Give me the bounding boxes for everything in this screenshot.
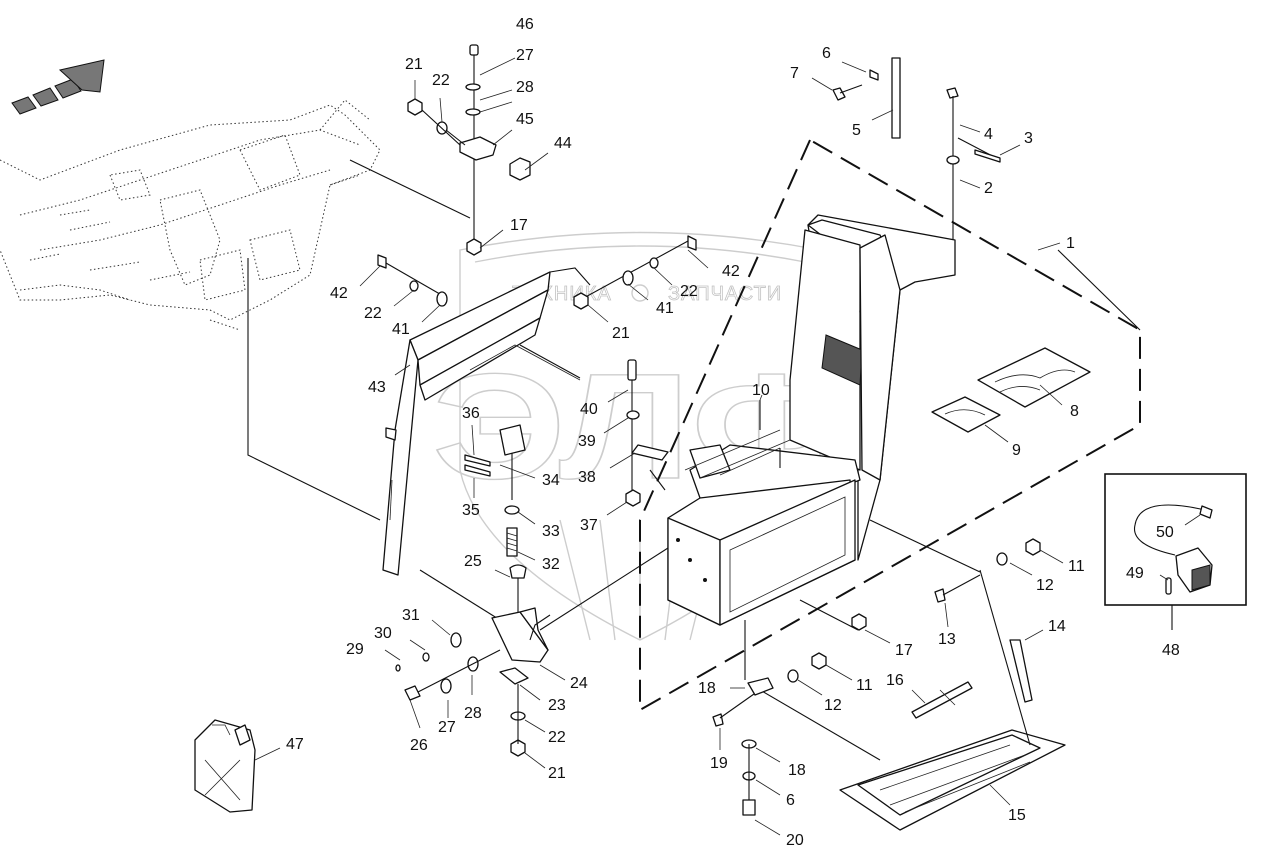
callout-label: 10: [752, 382, 770, 399]
callout-label: 11: [1068, 558, 1085, 575]
callout-label: 38: [578, 469, 596, 486]
tractor-frame: [0, 99, 381, 331]
side-cover-panel: [382, 271, 581, 576]
callout-label: 21: [612, 325, 630, 342]
hinge-bracket: [395, 607, 551, 757]
callout-label: 22: [364, 305, 382, 322]
callout-label: 45: [516, 111, 534, 128]
callout-label: 17: [510, 217, 528, 234]
latch-bracket-top: [407, 44, 531, 256]
callout-label: 12: [824, 697, 842, 714]
callout-label: 14: [1048, 618, 1066, 635]
callout-label: 24: [570, 675, 588, 692]
callout-label: 27: [438, 719, 456, 736]
callout-label: 7: [790, 65, 799, 82]
callout-label: 22: [432, 72, 450, 89]
callout-labels: 1 2 3 4 5 6 6 7 8 9 10 11 11 12 12 13 14…: [286, 16, 1180, 849]
leader-lines: [254, 57, 1201, 836]
callout-label: 12: [1036, 577, 1054, 594]
callout-label: 9: [1012, 442, 1021, 459]
callout-label: 29: [346, 641, 364, 658]
callout-label: 31: [402, 607, 420, 624]
callout-label: 40: [580, 401, 598, 418]
forward-direction-arrow-icon: [11, 59, 105, 115]
callout-label: 6: [786, 792, 795, 809]
callout-label: 6: [822, 45, 831, 62]
callout-label: 33: [542, 523, 560, 540]
callout-label: 16: [886, 672, 904, 689]
fuel-canister: [194, 719, 256, 813]
callout-label: 21: [548, 765, 566, 782]
callout-label: 26: [410, 737, 428, 754]
callout-label: 15: [1008, 807, 1026, 824]
callout-label: 5: [852, 122, 861, 139]
callout-label: 3: [1024, 130, 1033, 147]
callout-label: 41: [392, 321, 410, 338]
callout-label: 18: [698, 680, 716, 697]
callout-label: 41: [656, 300, 674, 317]
callout-label: 4: [984, 126, 993, 143]
callout-label: 25: [464, 553, 482, 570]
callout-label: 42: [330, 285, 348, 302]
callout-label: 44: [554, 135, 572, 152]
callout-label: 46: [516, 16, 534, 33]
callout-label: 19: [710, 755, 728, 772]
callout-label: 35: [462, 502, 480, 519]
callout-label: 43: [368, 379, 386, 396]
callout-label: 42: [722, 263, 740, 280]
callout-label: 22: [548, 729, 566, 746]
callout-label: 2: [984, 180, 993, 197]
rod-and-fasteners: [832, 57, 1001, 240]
callout-label: 17: [895, 642, 913, 659]
callout-label: 18: [788, 762, 806, 779]
callout-label: 48: [1162, 642, 1180, 659]
callout-label: 8: [1070, 403, 1079, 420]
callout-label: 20: [786, 832, 804, 849]
watermark-text-right: ЗАПЧАСТИ: [668, 283, 782, 305]
callout-label: 27: [516, 47, 534, 64]
callout-label: 32: [542, 556, 560, 573]
callout-label: 28: [516, 79, 534, 96]
callout-label: 37: [580, 517, 598, 534]
inset-panel: [1104, 473, 1247, 630]
callout-label: 28: [464, 705, 482, 722]
callout-label: 11: [856, 677, 873, 694]
callout-label: 1: [1066, 235, 1075, 252]
callout-label: 47: [286, 736, 304, 753]
callout-label: 30: [374, 625, 392, 642]
callout-label: 13: [938, 631, 956, 648]
step-assembly: [712, 538, 1066, 831]
seat-box-assembly: [667, 214, 956, 626]
callout-label: 50: [1156, 524, 1174, 541]
panel-fasteners: [377, 235, 697, 310]
callout-label: 39: [578, 433, 596, 450]
decal-labels: [931, 347, 1091, 433]
callout-label: 21: [405, 56, 423, 73]
callout-label: 22: [680, 283, 698, 300]
callout-label: 49: [1126, 565, 1144, 582]
gear-icon: [631, 284, 649, 302]
callout-label: 34: [542, 472, 560, 489]
callout-label: 23: [548, 697, 566, 714]
callout-label: 36: [462, 405, 480, 422]
lock-mechanism: [464, 359, 669, 615]
